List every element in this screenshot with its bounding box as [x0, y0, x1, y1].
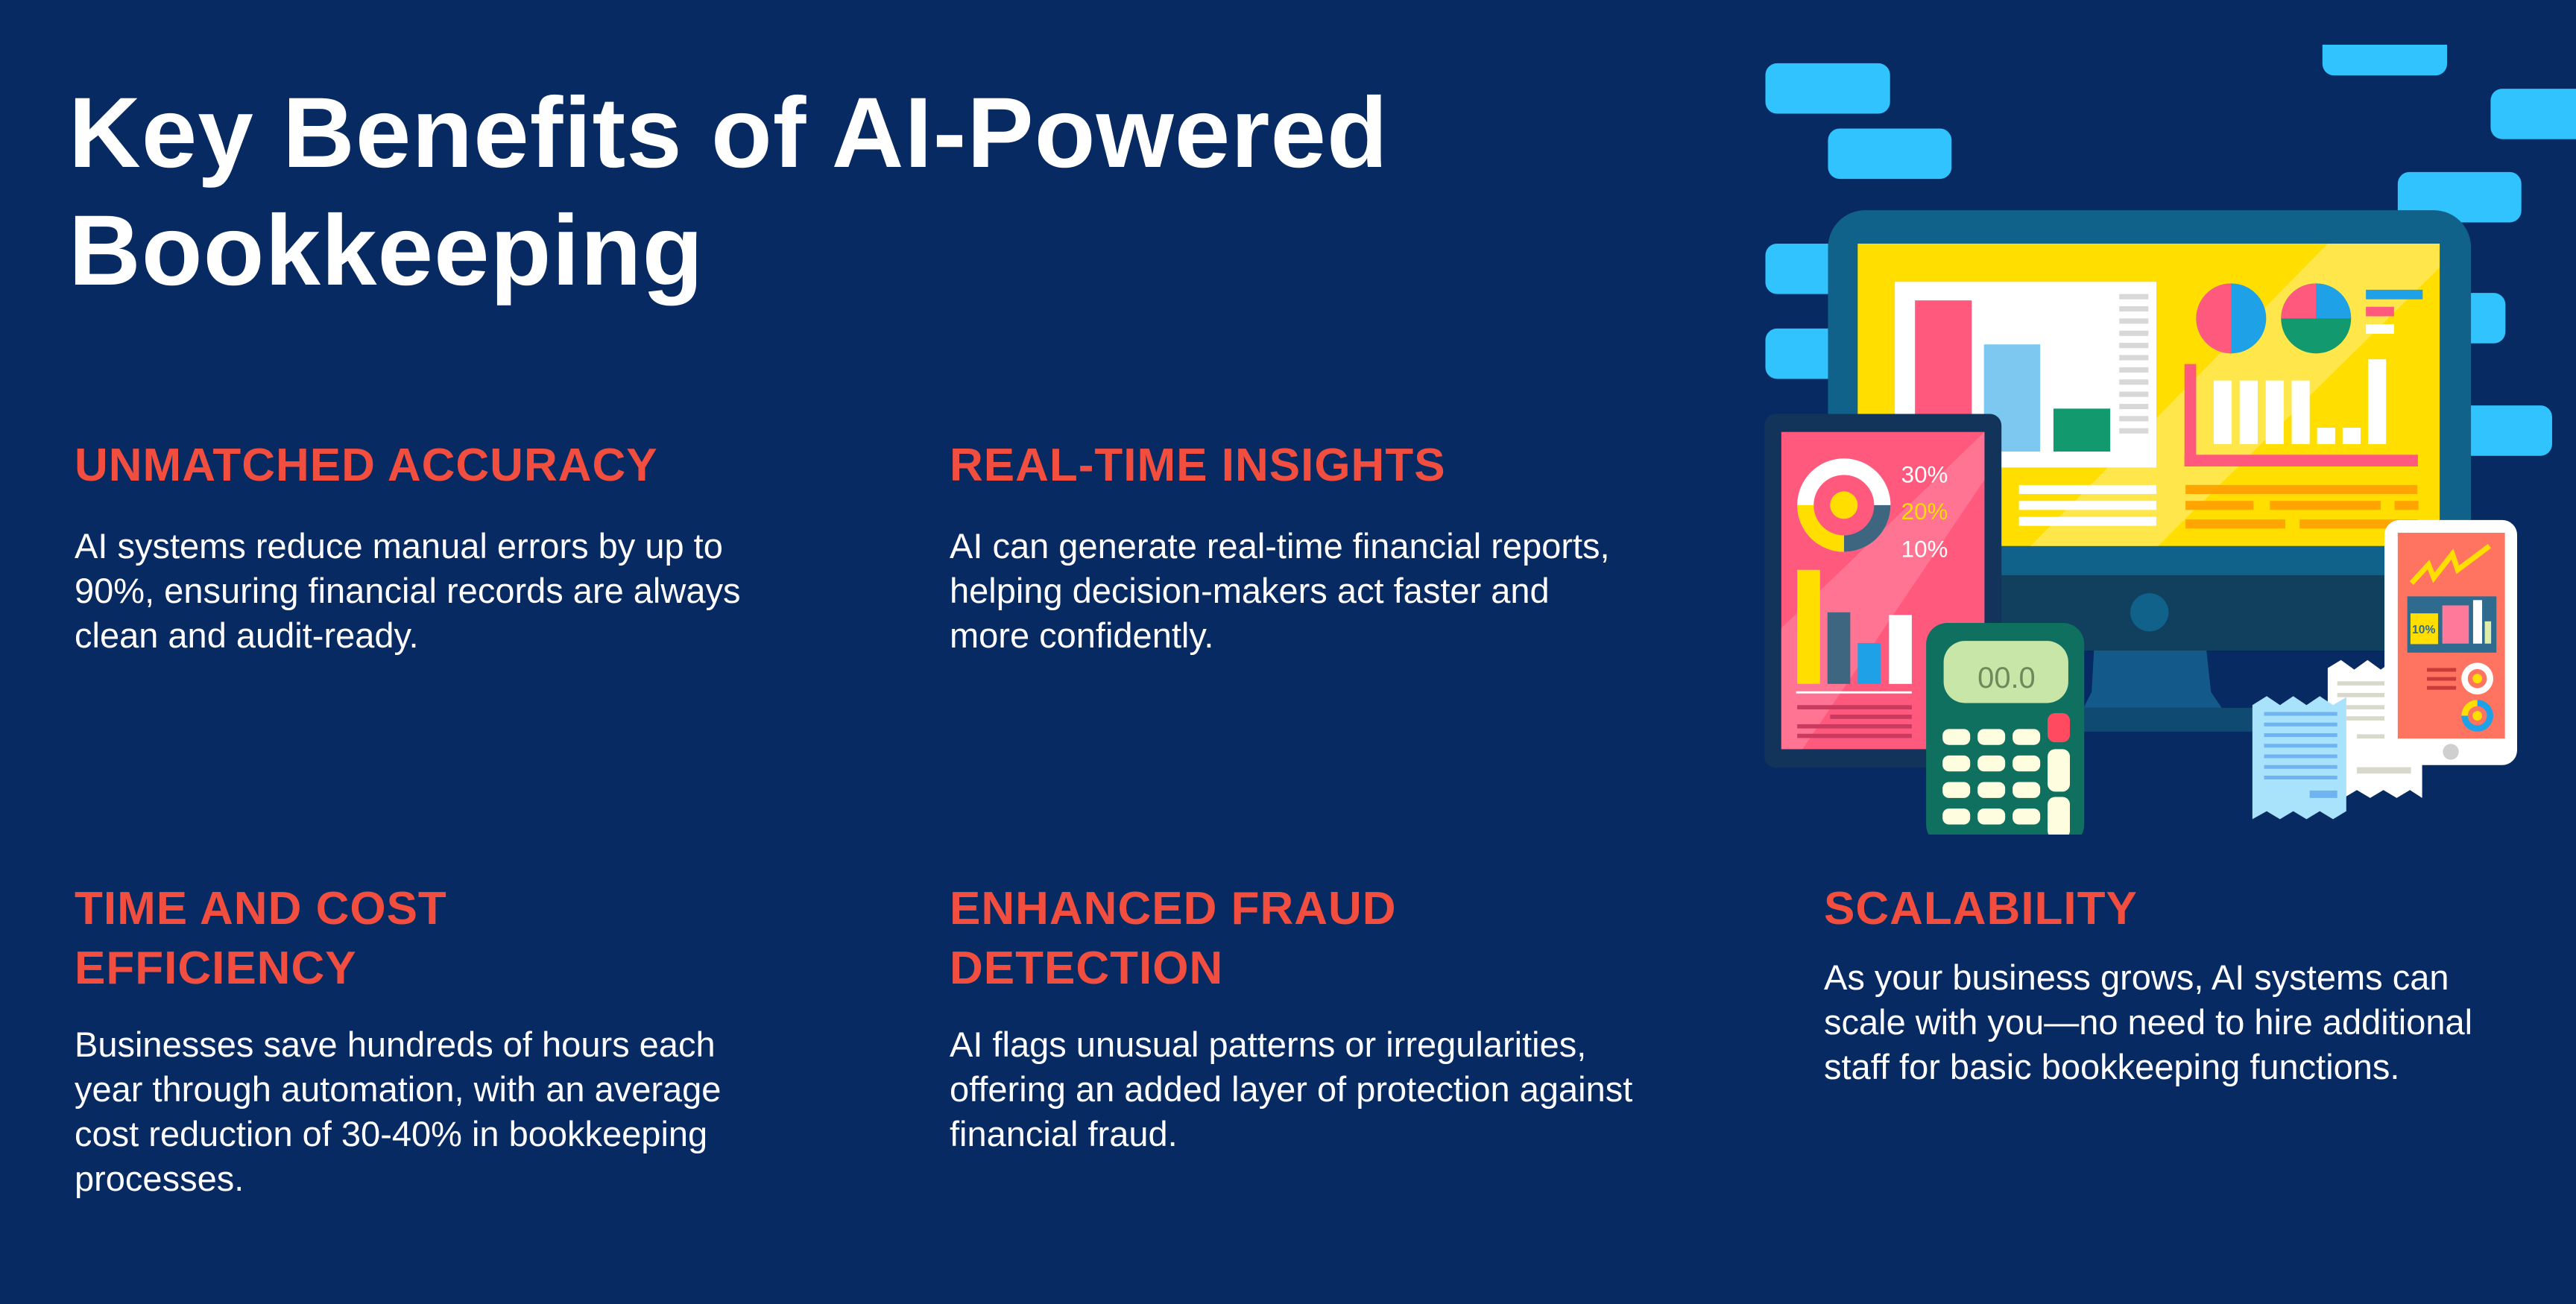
benefit-body: As your business grows, AI systems can s…	[1824, 958, 2473, 1086]
benefit-time-cost-efficiency: TIME AND COST EFFICIENCY Businesses save…	[75, 879, 790, 1201]
tablet-stat-20: 20%	[1901, 499, 1948, 525]
benefit-body: AI can generate real-time financial repo…	[950, 526, 1610, 655]
benefit-heading: TIME AND COST EFFICIENCY	[75, 883, 447, 994]
tablet-stat-10: 10%	[1901, 537, 1948, 563]
page-title: Key Benefits of AI-Powered Bookkeeping	[69, 77, 1389, 306]
benefit-heading: ENHANCED FRAUD DETECTION	[950, 883, 1397, 994]
bookkeeping-illustration: 30% 20% 10% 00.0 10%	[1764, 45, 2576, 835]
benefit-body: Businesses save hundreds of hours each y…	[75, 1025, 722, 1198]
benefit-unmatched-accuracy: UNMATCHED ACCURACY AI systems reduce man…	[75, 436, 790, 658]
phone-badge: 10%	[2412, 624, 2435, 636]
benefit-heading: SCALABILITY	[1824, 883, 2138, 934]
benefit-real-time-insights: REAL-TIME INSIGHTS AI can generate real-…	[950, 436, 1665, 658]
decorative-blocks	[1765, 45, 2576, 456]
calculator-display: 00.0	[1977, 662, 2036, 694]
benefit-heading: REAL-TIME INSIGHTS	[950, 440, 1446, 491]
monitor	[1828, 210, 2472, 732]
benefit-body: AI systems reduce manual errors by up to…	[75, 526, 741, 655]
benefit-scalability: SCALABILITY As your business grows, AI s…	[1824, 879, 2539, 1089]
tablet-stat-30: 30%	[1901, 461, 1948, 487]
calculator: 00.0	[1926, 622, 2085, 835]
benefit-fraud-detection: ENHANCED FRAUD DETECTION AI flags unusua…	[950, 879, 1665, 1156]
smartphone: 10%	[2384, 519, 2517, 765]
benefit-heading: UNMATCHED ACCURACY	[75, 440, 658, 491]
benefit-body: AI flags unusual patterns or irregularit…	[950, 1025, 1633, 1153]
